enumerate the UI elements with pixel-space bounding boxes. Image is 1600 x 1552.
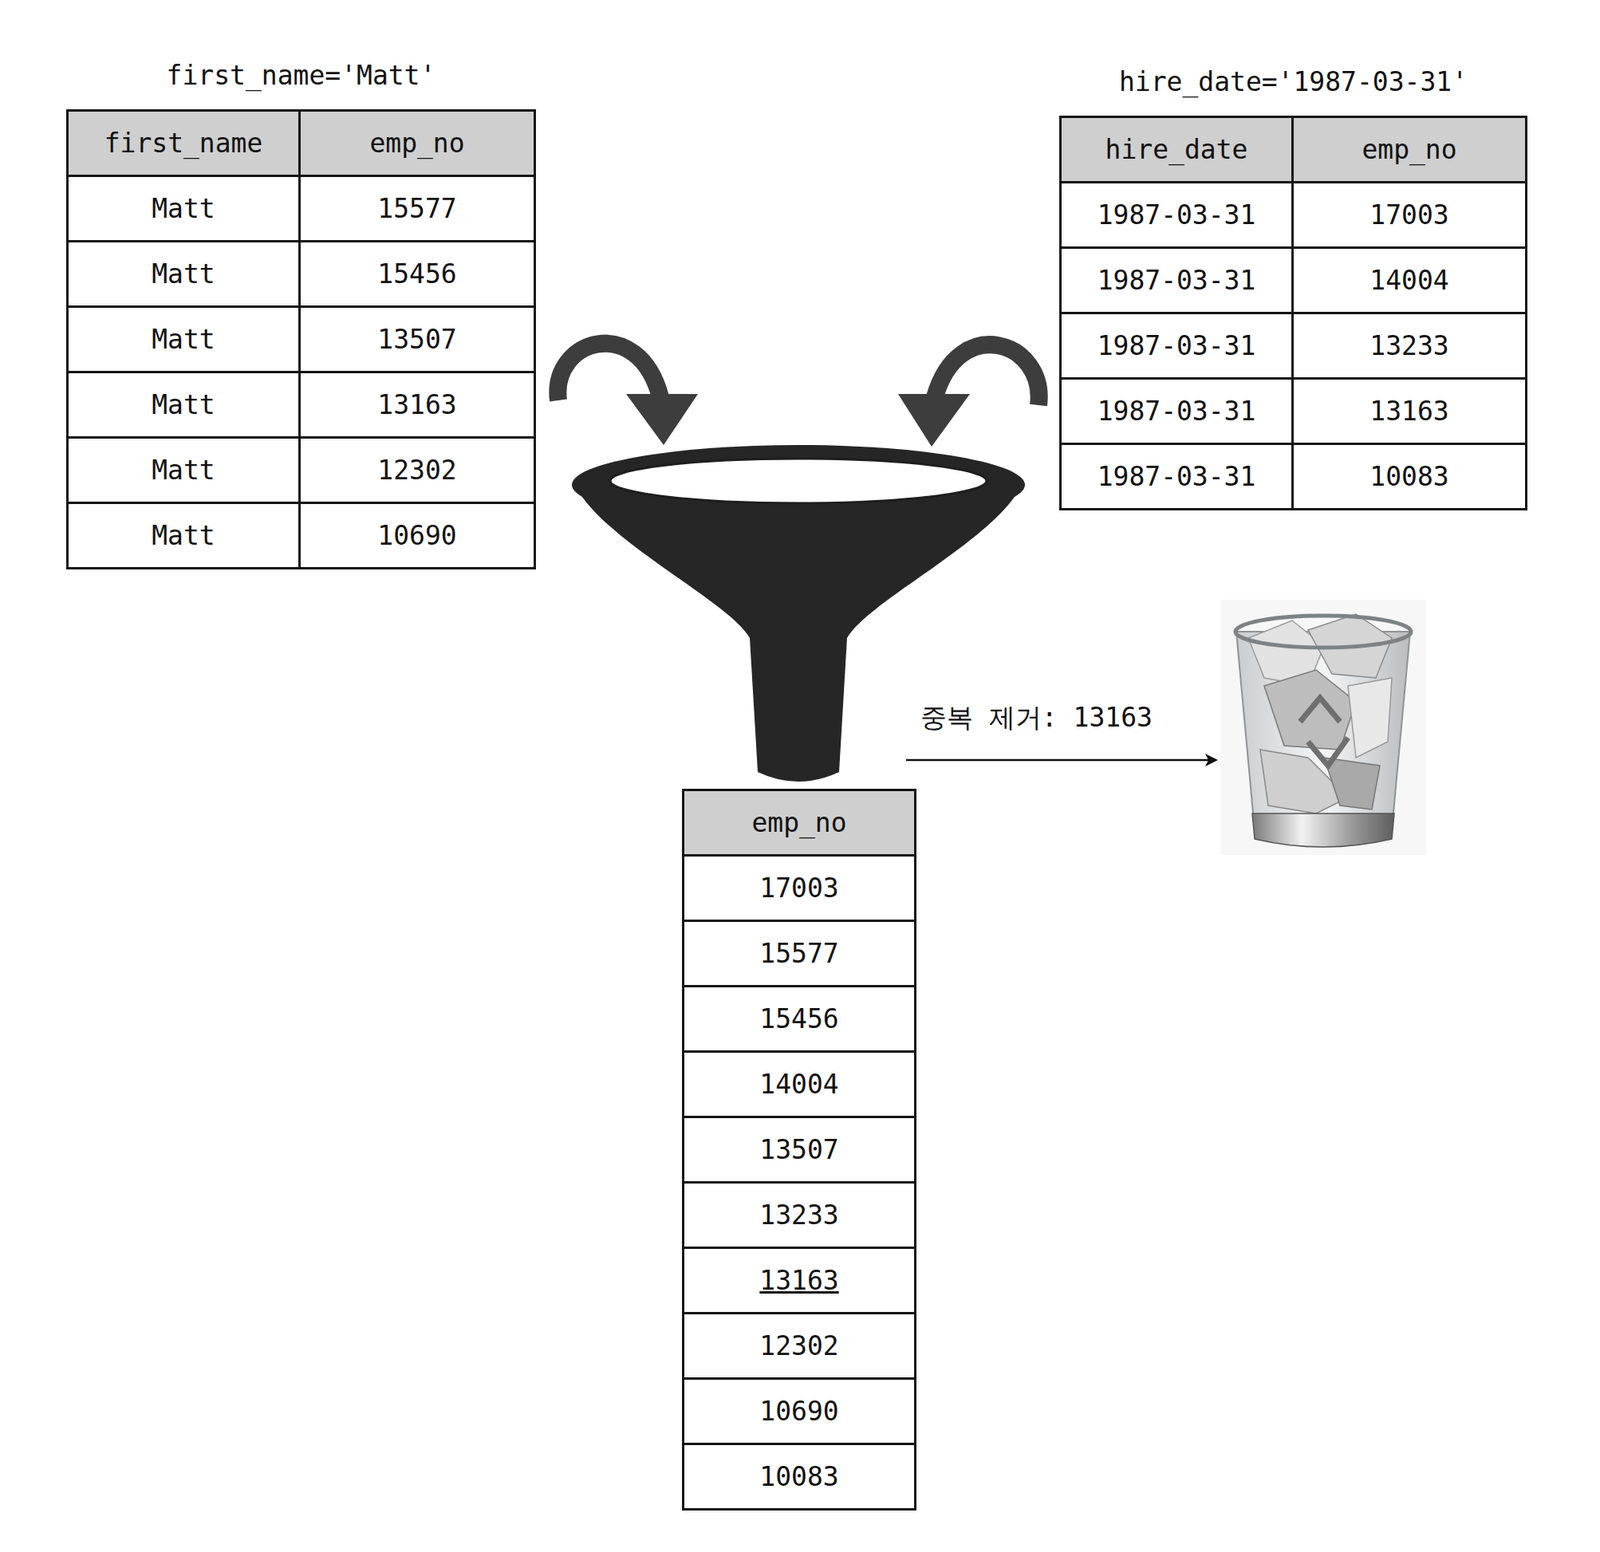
table-caption: hire_date='1987-03-31' [1011, 66, 1576, 99]
arrow-line [906, 759, 1209, 762]
table-cell: 15456 [684, 987, 915, 1051]
funnel-opening [610, 458, 987, 504]
arrow-head [898, 394, 970, 447]
cell-text: 15456 [377, 258, 457, 291]
table-cell: 10690 [684, 1379, 915, 1443]
header-cell: emp_no [684, 791, 915, 855]
table-cell: Matt [68, 177, 299, 241]
cell-text: 13163 [759, 1265, 839, 1297]
bin-rim [1235, 615, 1411, 648]
table-cell: 13163 [1293, 379, 1526, 443]
cell-text: Matt [151, 193, 215, 225]
cell-text: 1987-03-31 [1097, 330, 1257, 363]
cell-text: 10690 [759, 1395, 839, 1428]
cell-text: Matt [151, 389, 215, 422]
cell-text: 13233 [759, 1199, 839, 1232]
table-cell: 10083 [1293, 445, 1526, 509]
header-cell: first_name [68, 111, 299, 175]
cell-text: 17003 [759, 872, 839, 905]
header-cell: emp_no [300, 111, 534, 175]
cell-text: 1987-03-31 [1097, 264, 1257, 297]
funnel-body [576, 488, 1021, 782]
table-cell: Matt [68, 373, 299, 437]
table-cell: 13233 [684, 1183, 915, 1247]
table-cell: Matt [68, 307, 299, 371]
cell-text: 14004 [1369, 264, 1449, 297]
table-cell: 13163 [300, 373, 534, 437]
cell-text: 15456 [759, 1003, 839, 1036]
discard-arrow [906, 753, 1218, 767]
arrow-head [1205, 753, 1218, 767]
cell-text: 1987-03-31 [1097, 395, 1257, 428]
table-cell: Matt [68, 438, 299, 502]
cell-text: 1987-03-31 [1097, 461, 1257, 493]
cell-text: hire_date [1105, 133, 1249, 166]
table-cell: 1987-03-31 [1061, 183, 1292, 247]
index-table: hire_date='1987-03-31'hire_dateemp_no198… [1059, 115, 1528, 511]
cell-text: emp_no [1361, 133, 1457, 166]
table-cell: 15577 [300, 177, 534, 241]
index-table: emp_no 17003 15577 15456 14004 13507 13233 1316… [681, 788, 917, 1511]
table-cell: 1987-03-31 [1061, 445, 1292, 509]
table-cell: 13507 [684, 1118, 915, 1182]
cell-text: 10083 [1369, 461, 1449, 493]
curved-arrow [557, 343, 698, 446]
arrow-shaft [557, 343, 661, 401]
cell-text: 10690 [377, 520, 457, 552]
trash-can-icon [1220, 599, 1427, 856]
funnel-rim [571, 445, 1025, 525]
index-table: first_name='Matt'first_nameemp_noMatt155… [66, 109, 536, 570]
cell-text: Matt [151, 454, 215, 487]
cell-text: 1987-03-31 [1097, 199, 1257, 232]
table-cell: 15456 [300, 242, 534, 306]
table-cell: 10690 [300, 504, 534, 568]
cell-text: 13163 [377, 389, 457, 422]
cell-text: 17003 [1369, 199, 1449, 232]
table-caption: first_name='Matt' [18, 59, 584, 92]
header-cell: hire_date [1061, 118, 1292, 182]
table-cell: Matt [68, 504, 299, 568]
arrow-head [626, 394, 698, 446]
table-cell: 14004 [684, 1052, 915, 1116]
cell-text: 13163 [1369, 395, 1449, 428]
icon-ground [1220, 599, 1427, 856]
cell-text: 10083 [759, 1461, 839, 1494]
table-cell: 1987-03-31 [1061, 248, 1292, 312]
cell-text: 12302 [759, 1330, 839, 1363]
table-cell: 10083 [684, 1445, 915, 1509]
cell-text: emp_no [751, 807, 847, 840]
table-cell: 13507 [300, 307, 534, 371]
paper [1347, 677, 1392, 758]
cell-text: emp_no [369, 127, 465, 160]
table-cell: 1987-03-31 [1061, 379, 1292, 443]
cell-text: Matt [151, 258, 215, 291]
table-cell: 12302 [300, 438, 534, 502]
recycle-mark [1300, 697, 1348, 766]
cell-text: 13507 [377, 323, 457, 356]
cell-text: 12302 [377, 454, 457, 487]
bin-base [1252, 813, 1395, 848]
table-cell: 14004 [1293, 248, 1526, 312]
table-cell: 17003 [1293, 183, 1526, 247]
cell-text: 15577 [759, 937, 839, 970]
cell-text: 13233 [1369, 330, 1449, 363]
table-cell: 15577 [684, 922, 915, 986]
table-cell: 17003 [684, 856, 915, 920]
dedupe-note: 중복 제거: 13163 [917, 701, 1156, 734]
curved-arrow [898, 344, 1040, 447]
header-cell: emp_no [1293, 118, 1526, 182]
table-cell: 13163 [684, 1249, 915, 1313]
cell-text: 14004 [759, 1068, 839, 1101]
cell-text: first_name [104, 127, 264, 160]
cell-text: 13507 [759, 1134, 839, 1167]
table-cell: 1987-03-31 [1061, 314, 1292, 378]
cell-text: 15577 [377, 193, 457, 225]
paper [1324, 757, 1380, 810]
cell-text: Matt [151, 323, 215, 356]
table-cell: Matt [68, 242, 299, 306]
table-cell: 12302 [684, 1314, 915, 1378]
table-cell: 13233 [1293, 314, 1526, 378]
cell-text: Matt [151, 520, 215, 552]
